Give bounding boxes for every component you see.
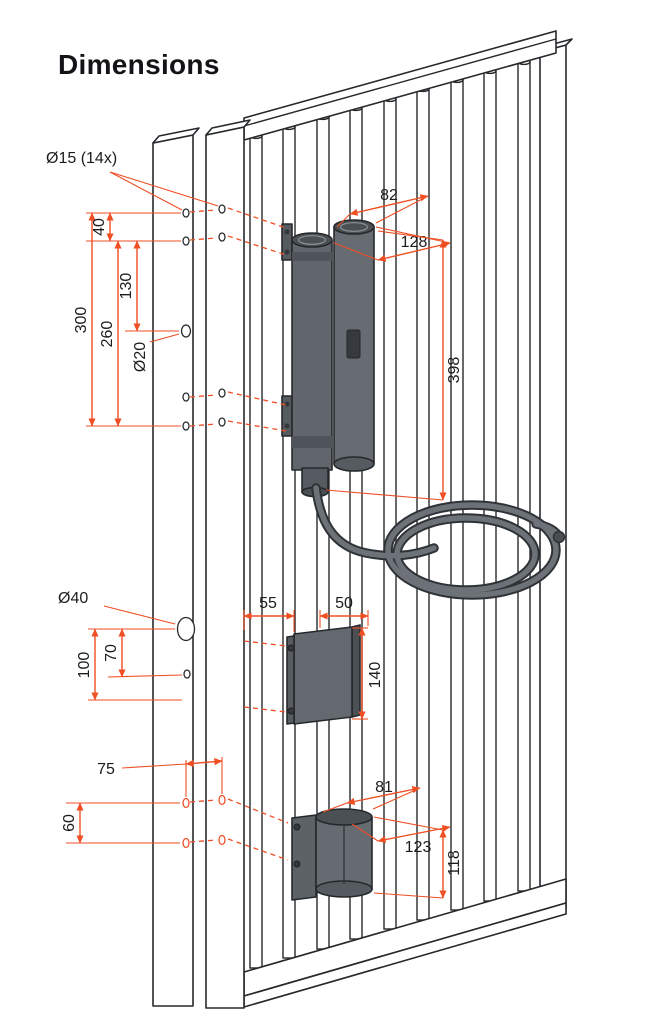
gate-bar [383,95,397,930]
mounting-hole [182,208,190,218]
cable-end-cap [552,530,566,544]
gate-top-rail [243,30,557,141]
mounting-hole [182,236,190,246]
bolt [284,423,290,429]
dim-left-stack: 40 130 260 300 [73,212,181,427]
dim-hole-mid: Ø20 [132,333,180,372]
dim-label-60: 60 [61,814,78,832]
page-title: Dimensions [58,49,220,80]
mounting-hole-d20 [180,324,192,338]
leader-dashed-lines [189,207,289,861]
middle-hinge [286,624,361,725]
bolt [287,644,295,652]
dim-label-300: 300 [73,307,90,334]
dim-label-82: 82 [380,187,398,204]
dim-label-50: 50 [335,595,353,612]
bolt [293,860,301,868]
dim-label-hole-mid: Ø20 [132,342,149,372]
closer-spring-cylinder [291,232,333,498]
dim-label-hole-large: Ø40 [58,590,88,607]
mounting-hole [218,834,226,846]
dim-label-55: 55 [259,595,277,612]
bolt [293,823,301,831]
bolt [287,707,295,715]
mounting-hole [182,837,190,849]
mounting-hole [183,669,191,679]
dim-lock-area: Ø40 100 70 [58,590,183,701]
dim-label-hole-small: Ø15 (14x) [46,150,117,167]
gate-post-right [539,38,573,916]
gate-bar [450,76,464,911]
mounting-hole [218,417,226,427]
mounting-hole [182,797,190,809]
dim-label-140: 140 [367,662,384,689]
bottom-hinge [291,808,373,901]
bolt [284,401,290,407]
dim-label-40: 40 [91,218,108,236]
dim-label-128: 128 [401,234,428,251]
dim-label-81: 81 [375,779,393,796]
dim-middle-hinge: 55 50 140 [243,595,384,720]
dim-bottom-hinge: 81 123 118 [322,779,463,899]
dim-label-75: 75 [97,761,115,778]
gate-bar [517,58,531,892]
dimension-annotations: Ø15 (14x) 40 130 260 300 Ø20 82 [46,150,463,899]
brand-plate [346,329,361,359]
dim-label-100: 100 [76,652,93,679]
gate-bar [249,132,263,969]
mounting-hole-d40 [176,616,196,642]
closer-cable [311,483,566,600]
mounting-hole [218,204,226,214]
gate-stile [205,119,251,1009]
dim-closer: 82 128 398 [325,187,463,501]
dim-label-70: 70 [103,644,120,662]
fence-post [152,127,200,1007]
mounting-hole [218,794,226,806]
dim-label-123: 123 [405,839,432,856]
dim-label-260: 260 [99,321,116,348]
dim-label-118: 118 [446,850,463,876]
dim-hole-small: Ø15 (14x) [46,150,219,211]
bolt [284,229,290,235]
mounting-holes [176,204,226,849]
gate-bar [416,85,430,921]
dim-bottom-left: 75 60 [61,757,223,844]
closer-damper-cylinder [333,219,375,472]
mounting-hole [182,392,190,402]
bolt [284,249,290,255]
mounting-hole [218,232,226,242]
mounting-hole [218,388,226,398]
dim-label-130: 130 [118,273,135,300]
gate-closer-device [281,219,566,600]
gate-bar [483,67,497,902]
dim-label-398: 398 [446,357,463,384]
mounting-hole [182,421,190,431]
